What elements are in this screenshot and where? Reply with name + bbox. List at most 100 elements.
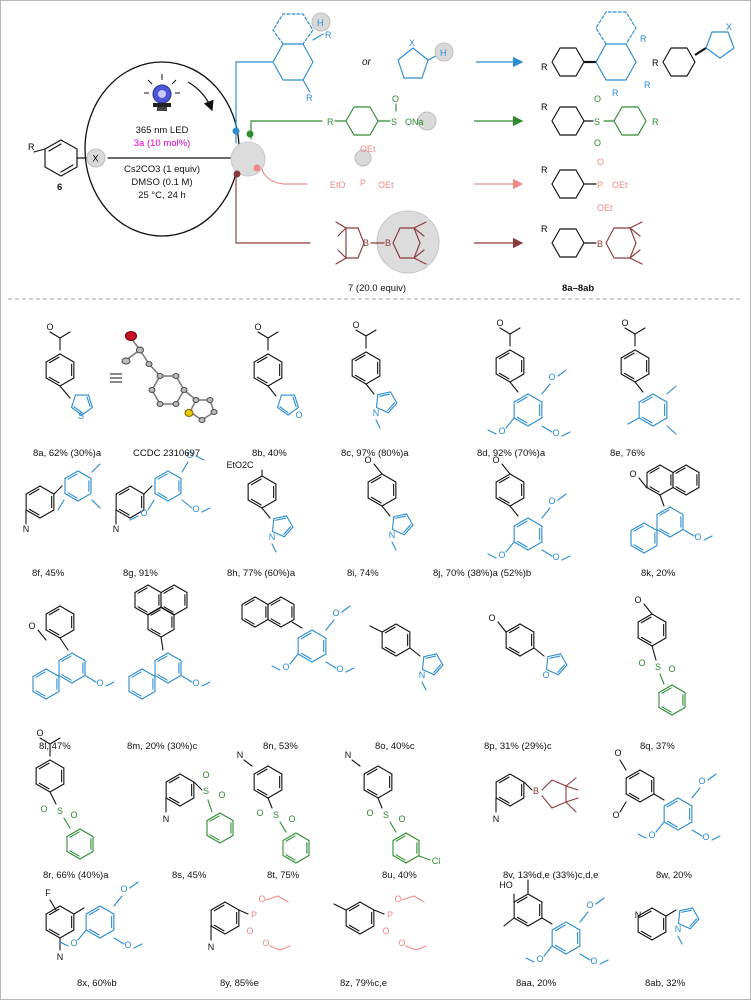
atom-label: O xyxy=(46,322,53,332)
atom-label: O xyxy=(698,776,705,786)
product-label-8u: 8u, 40% xyxy=(382,870,417,881)
atom-label: S xyxy=(391,117,397,127)
product-label-8t: 8t, 75% xyxy=(267,870,300,881)
atom-label: N xyxy=(237,750,244,760)
atom-label: O xyxy=(536,954,543,964)
product-label-8c: 8c, 97% (80%)a xyxy=(341,448,409,459)
atom-label: O xyxy=(492,455,499,465)
atom-label: O xyxy=(120,884,127,894)
atom-label: O xyxy=(597,157,604,167)
atom-label: O xyxy=(648,830,655,840)
atom-label: O xyxy=(352,320,359,330)
atom-label: OEt xyxy=(612,180,628,190)
atom-label: O xyxy=(612,810,619,820)
product-label-8r: 8r, 66% (40%)a xyxy=(43,870,109,881)
atom-label: O xyxy=(254,322,261,332)
product-label-8o: 8o, 40%c xyxy=(375,741,415,752)
structure-8l: OO xyxy=(28,605,115,700)
atom-label: O xyxy=(70,810,77,820)
product-label-8m: 8m, 20% (30%)c xyxy=(127,741,197,752)
atom-label: O xyxy=(288,814,295,824)
atom-label: O xyxy=(548,372,555,382)
atom-label: R xyxy=(306,93,313,103)
atom-label: S xyxy=(57,806,63,816)
atom-label: H xyxy=(317,18,324,28)
atom-label: O xyxy=(218,790,225,800)
atom-label: O xyxy=(192,678,199,688)
branch-phosphonylation xyxy=(261,168,308,185)
atom-label: O xyxy=(70,938,77,948)
condition-solvent: DMSO (0.1 M) xyxy=(131,177,192,188)
atom-label: N xyxy=(389,530,396,540)
leaving-group-highlight xyxy=(86,148,106,168)
atom-label: O xyxy=(282,662,289,672)
atom-label: HO xyxy=(499,880,513,890)
atom-label: X xyxy=(726,22,732,32)
atom-label: O xyxy=(394,894,401,904)
product-label-8x: 8x, 60%b xyxy=(77,978,117,989)
atom-label: O xyxy=(28,621,35,631)
atom-label: O xyxy=(262,938,269,948)
ccdc-label: CCDC 2310697 xyxy=(133,448,200,459)
atom-label: R xyxy=(652,117,659,127)
ortep-crystal-structure-icon xyxy=(110,331,218,423)
structure-8f: N xyxy=(23,463,101,534)
atom-label: O xyxy=(258,894,265,904)
atom-label: H xyxy=(440,48,447,58)
atom-label: S xyxy=(203,786,209,796)
product-label-8b: 8b, 40% xyxy=(252,448,287,459)
atom-label: O xyxy=(140,508,147,518)
product-label-8n: 8n, 53% xyxy=(263,741,298,752)
atom-label: O xyxy=(332,608,339,618)
atom-label: R xyxy=(325,30,332,40)
atom-label: S xyxy=(273,810,279,820)
atom-label: O xyxy=(496,318,503,328)
atom-label: O xyxy=(246,926,253,936)
atom-label: P xyxy=(597,180,603,190)
atom-label: O xyxy=(694,532,701,542)
atom-label: OEt xyxy=(378,180,394,190)
condition-catalyst: 3a (10 mol%) xyxy=(134,138,191,149)
structure-8ab: NN xyxy=(635,907,700,945)
atom-label: N xyxy=(345,750,352,760)
atom-label: O xyxy=(192,504,199,514)
sulfinate-reagent: R S O ONa xyxy=(327,94,437,136)
atom-label: O xyxy=(124,940,131,950)
diboron-reagent-7: B B xyxy=(335,210,440,274)
atom-label: P xyxy=(251,910,257,920)
atom-label: O xyxy=(614,748,621,758)
product-label-8e: 8e, 76% xyxy=(610,448,645,459)
atom-label: O xyxy=(366,808,373,818)
structure-8o: N xyxy=(369,623,444,691)
atom-label: O xyxy=(590,956,597,966)
atom-label: N xyxy=(57,952,64,962)
atom-label: B xyxy=(533,786,539,796)
atom-label: S xyxy=(383,810,389,820)
atom-label: O xyxy=(542,670,549,680)
phosphonate-product: R P O OEt OEt xyxy=(541,157,628,213)
atom-label: S xyxy=(78,411,84,421)
atom-label: R xyxy=(644,80,651,90)
atom-label: R xyxy=(28,142,35,152)
atom-label: F xyxy=(45,888,51,898)
atom-label: P xyxy=(387,910,393,920)
product-label-8i: 8i, 74% xyxy=(347,568,379,579)
atom-label: N xyxy=(269,532,276,542)
atom-label: OEt xyxy=(360,144,376,154)
atom-label: O xyxy=(594,138,601,148)
atom-label: X xyxy=(93,154,99,164)
product-label-8g: 8g, 91% xyxy=(123,568,158,579)
or-label: or xyxy=(362,57,372,68)
atom-label: O xyxy=(398,938,405,948)
structure-8k: OO xyxy=(629,464,713,554)
atom-label: O xyxy=(668,664,675,674)
atom-label: R xyxy=(541,102,548,112)
